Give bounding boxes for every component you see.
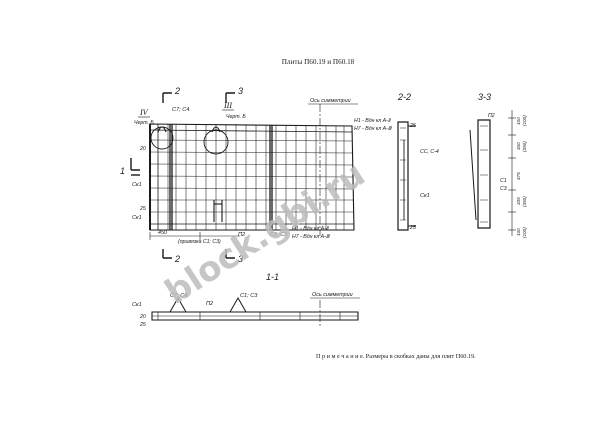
mesh-vertical-bars [167,124,345,230]
label-c3-sec: С3 [500,186,507,192]
label-ck1-sec: Ск1 [420,193,430,199]
dim-450: 450 [158,230,167,236]
label-chert-b-left: Черт. Б [134,120,154,126]
watermark: block.gbi.ru [158,154,372,312]
label-n7-top: Н7 - Вдн кл А-Ⅲ [354,126,393,132]
section-cut-markers [130,92,235,259]
label-ck1-b: Ск1 [132,215,142,221]
node-iii-circle [203,129,229,155]
label-n1-bottom: Н1 - Вдн кл А-Ⅱ [292,226,329,232]
label-ck1-bottom: Ск1 [132,302,142,308]
label-n1-top: Н1 - Вдн кл А-Ⅱ [354,118,391,124]
section-3-3: 3-3 П2 С1 С3 100 (100) 300 (350) 475 335… [469,92,527,238]
plan-view [149,104,355,240]
node-mark-iii: III [223,101,232,110]
label-c1c3-bottom: С1; С3 [240,293,258,299]
drawing-title: Плиты П60.19 и П60.18 [282,58,355,66]
section-mark-3-bottom: 3 [238,254,243,264]
dim-25-sec-b: 25 [409,225,416,231]
dim-100-d: (100) [522,227,527,238]
dim-25-a: 25 [139,206,146,212]
dim-100-c: 100 [516,228,521,236]
dim-100-a: 100 [516,117,521,125]
dim-350: (350) [522,141,527,152]
dim-475: 475 [516,172,521,180]
lifting-loops [157,126,223,222]
label-axis-symmetry-bottom: Ось симметрии [312,292,353,298]
node-iv-circle [150,126,174,150]
node-mark-iv: IV [139,108,149,117]
dim-20-b: 20 [139,314,146,320]
label-p2-bottom: П2 [206,301,214,307]
label-n7-bottom: Н7 - Вдн кл А-Ⅲ [292,234,331,240]
label-chert-b-right: Черт. Б [226,114,246,120]
section-1-1: 1-1 Ось симметрии Ск1 С7; С4 С1; С3 П2 2… [132,272,360,328]
label-c1-sec: С1 [500,178,507,184]
label-c1c3-mid: С1; С3 [270,232,288,238]
section-3-3-title: 3-3 [478,92,491,102]
dim-25-sec-a: 25 [409,123,416,129]
label-ck1-a: Ск1 [132,182,142,188]
section-2-2-title: 2-2 [397,92,411,102]
section-mark-1: 1 [120,166,125,176]
label-p2-sec: П2 [488,113,495,119]
section-mark-3-top: 3 [238,86,243,96]
label-p2-mid: П2 [238,232,246,238]
dim-335: 335 [516,197,521,205]
dim-300: 300 [516,142,521,150]
section-2-2: 2-2 СС, С-4 Ск1 25 25 [397,92,439,231]
label-axis-symmetry: Ось симметрии [310,98,351,104]
label-c7c4: С7; С4 [172,107,189,113]
section-1-1-title: 1-1 [266,272,279,282]
label-privyazka: (привязка С1; С3) [178,239,221,245]
dim-20-a: 20 [139,146,146,152]
label-cc4: СС, С-4 [420,149,439,155]
dim-350-b: (350) [522,196,527,207]
section-mark-2-top: 2 [174,86,180,96]
dim-100-b: (100) [522,115,527,126]
label-c7c4-bottom: С7; С4 [170,293,187,299]
dim-25-d: 25 [139,322,146,328]
bottom-dimension [149,232,240,240]
section-mark-2-bottom: 2 [174,254,180,264]
drawing-note: П р и м е ч а н и е. Размеры в скобках д… [316,353,476,360]
